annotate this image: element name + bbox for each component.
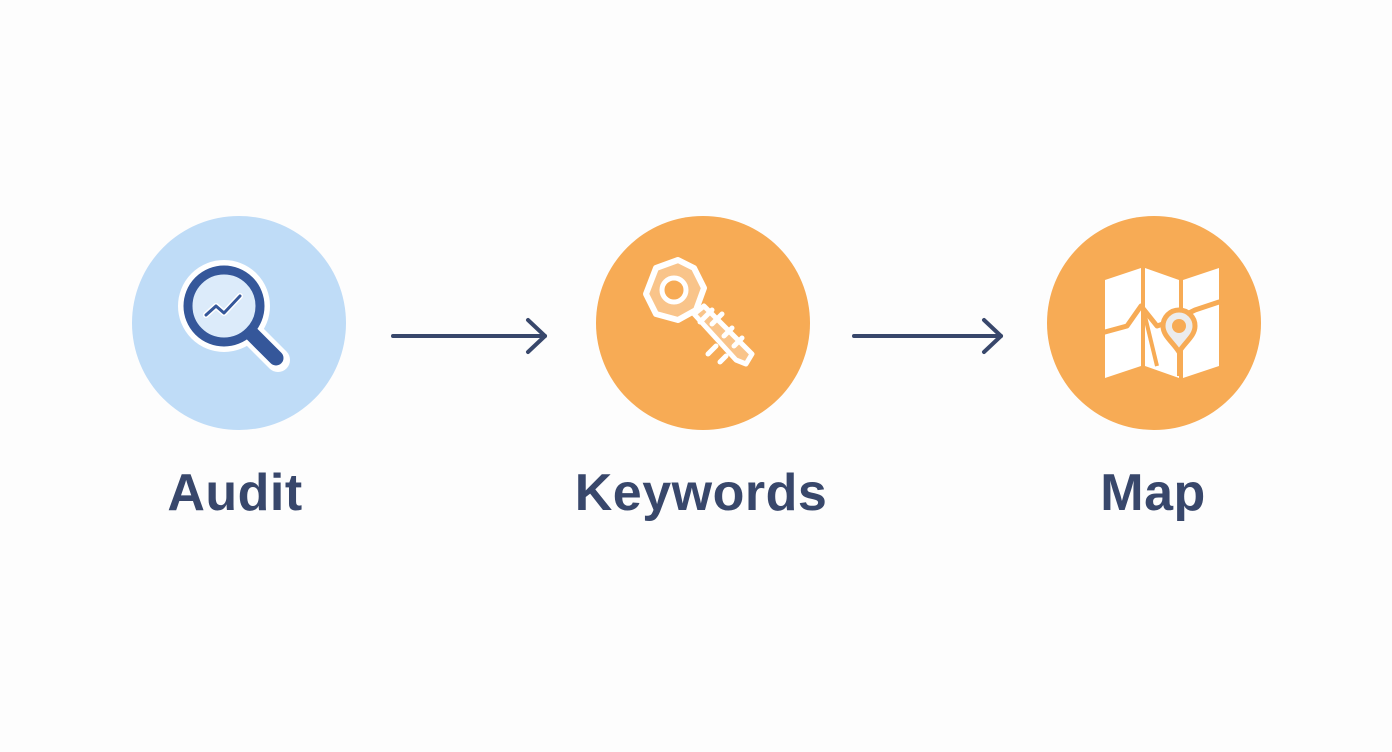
- arrow-right-icon: [391, 318, 547, 354]
- keywords-circle: [596, 216, 810, 430]
- magnifier-trend-icon: [178, 260, 290, 372]
- step-label-audit: Audit: [167, 464, 303, 522]
- map-circle: [1047, 216, 1261, 430]
- key-icon: [643, 257, 755, 367]
- step-label-keywords: Keywords: [574, 464, 828, 522]
- step-label-map: Map: [1100, 464, 1206, 522]
- audit-circle: [132, 216, 346, 430]
- map-pin-icon: [1102, 268, 1222, 378]
- arrow-right-icon: [852, 318, 1003, 354]
